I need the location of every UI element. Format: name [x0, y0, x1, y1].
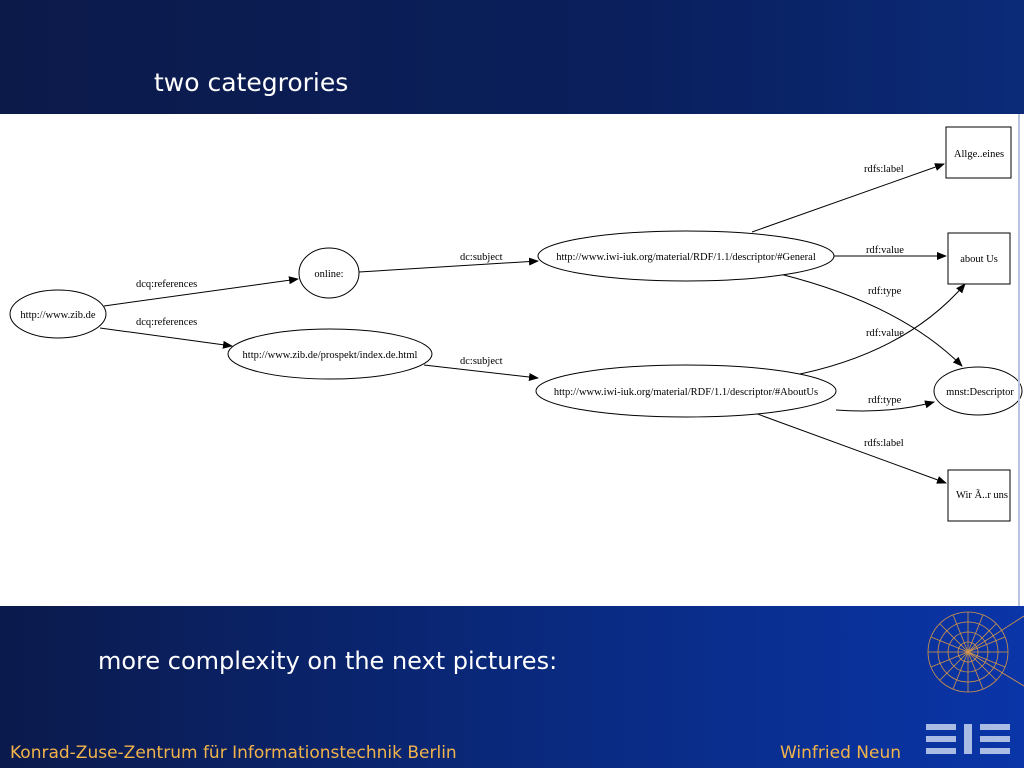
edge-label-rdf-type-2: rdf:type	[868, 395, 902, 406]
zib-logo-icon	[926, 611, 1024, 754]
node-prospekt: http://www.zib.de/prospekt/index.de.html	[227, 328, 433, 380]
edge-aboutus-aboutus-box	[789, 283, 966, 377]
node-general: http://www.iwi-iuk.org/material/RDF/1.1/…	[537, 230, 835, 282]
edge-label-rdf-type-1: rdf:type	[868, 286, 902, 297]
edge-aboutus-wir	[751, 411, 947, 484]
node-general-label: http://www.iwi-iuk.org/material/RDF/1.1/…	[556, 252, 816, 263]
edge-label-dc-subject-2: dc:subject	[460, 356, 503, 367]
node-online: online:	[298, 247, 360, 299]
author-name: Winfried Neun	[780, 743, 902, 763]
rdf-graph-diagram: dcq:references dcq:references dc:subject…	[0, 114, 1024, 606]
node-zib-label: http://www.zib.de	[20, 310, 95, 321]
node-prospekt-label: http://www.zib.de/prospekt/index.de.html	[243, 350, 418, 361]
literal-wir-label: Wir Ã..r uns	[956, 489, 1008, 501]
node-zib: http://www.zib.de	[9, 289, 107, 339]
edge-prospekt-aboutus	[423, 364, 539, 381]
edge-label-dc-subject-1: dc:subject	[460, 252, 503, 263]
rdf-graph-svg: dcq:references dcq:references dc:subject…	[9, 114, 1023, 606]
node-aboutus-label: http://www.iwi-iuk.org/material/RDF/1.1/…	[554, 387, 818, 398]
edge-aboutus-descriptor	[835, 400, 935, 412]
edge-label-dcq-references-2: dcq:references	[136, 317, 197, 328]
slide-footer: more complexity on the next pictures: Ko…	[0, 606, 1024, 768]
literal-about-us: about Us	[947, 232, 1011, 285]
node-aboutus: http://www.iwi-iuk.org/material/RDF/1.1/…	[535, 364, 837, 418]
node-online-label: online:	[314, 269, 343, 280]
edge-label-rdf-value-2: rdf:value	[866, 328, 904, 339]
edge-general-allge	[751, 163, 945, 233]
edge-label-rdf-value-1: rdf:value	[866, 245, 904, 256]
literal-wir: Wir Ã..r uns	[947, 469, 1011, 522]
edge-label-rdfs-label-2: rdfs:label	[864, 438, 904, 449]
edge-label-rdfs-label-1: rdfs:label	[864, 164, 904, 175]
institute-name: Konrad-Zuse-Zentrum für Informationstech…	[10, 743, 457, 763]
edge-zib-prospekt	[99, 327, 233, 349]
edge-online-general	[358, 257, 539, 273]
literal-about-us-label: about Us	[960, 254, 998, 265]
node-descriptor-label: mnst:Descriptor	[946, 387, 1014, 398]
literal-allge: Allge..eines	[945, 126, 1012, 179]
slide-header: two categrories	[0, 0, 1024, 114]
edge-label-dcq-references-1: dcq:references	[136, 279, 197, 290]
edge-zib-online	[103, 276, 299, 307]
slide-subtitle: more complexity on the next pictures:	[98, 647, 558, 675]
slide-title: two categrories	[154, 68, 349, 97]
edge-general-descriptor	[779, 273, 963, 367]
literal-allge-label: Allge..eines	[954, 149, 1004, 160]
node-descriptor: mnst:Descriptor	[933, 366, 1023, 416]
